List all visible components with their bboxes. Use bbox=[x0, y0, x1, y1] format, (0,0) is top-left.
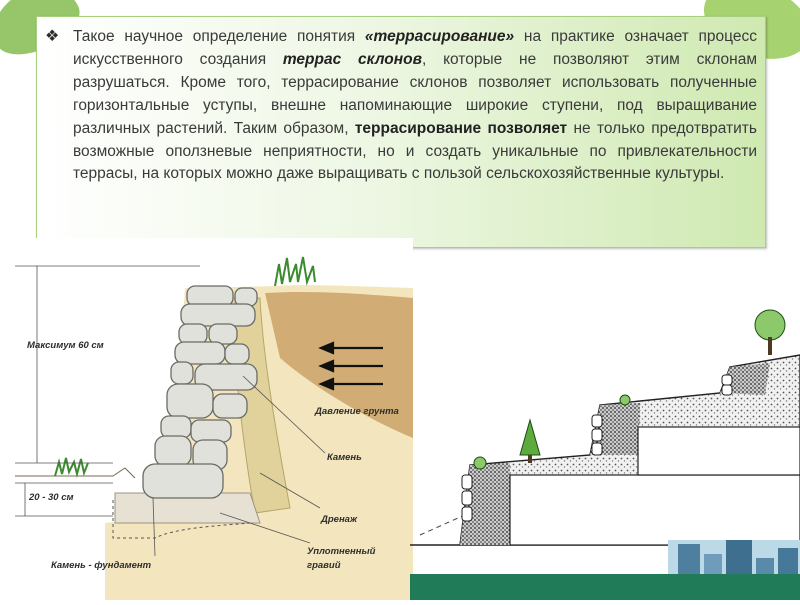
grass-lower bbox=[54, 457, 89, 478]
label-foundation-stone: Камень - фундамент bbox=[51, 560, 152, 571]
leader-lines bbox=[152, 375, 326, 557]
label-stone: Камень bbox=[327, 452, 362, 463]
definition-paragraph: Такое научное определение понятия «терра… bbox=[73, 26, 757, 186]
foundation-outline bbox=[112, 500, 251, 539]
retaining-layer-3 bbox=[720, 363, 770, 395]
term-terracing: «террасирование» bbox=[364, 28, 515, 45]
tree-icon bbox=[754, 309, 786, 355]
footer-accent-bar bbox=[410, 574, 800, 600]
shrub-icon bbox=[473, 456, 487, 470]
retaining-wall-diagram: Максимум 60 см 20 - 30 см Давление грунт… bbox=[15, 238, 413, 600]
label-compacted-gravel-2: гравий bbox=[307, 560, 341, 571]
terrace-stone-walls bbox=[461, 374, 733, 522]
shrub-icon bbox=[619, 394, 631, 406]
label-drainage: Дренаж bbox=[320, 514, 358, 525]
paragraph-text-4: не только предотвратить возможные оползн… bbox=[73, 119, 757, 183]
soil-pressure-arrows bbox=[318, 341, 383, 391]
label-compacted-gravel-1: Уплотненный bbox=[307, 546, 376, 557]
label-soil-pressure: Давление грунта bbox=[314, 406, 399, 417]
definition-text-box: ❖ Такое научное определение понятия «тер… bbox=[36, 16, 766, 248]
paragraph-text-2: на практике означает процесс искусственн… bbox=[73, 28, 757, 68]
dimension-lines bbox=[15, 265, 200, 517]
paragraph-text-1: Такое научное определение понятия bbox=[73, 28, 365, 45]
term-slope-terraces: террас склонов bbox=[282, 50, 422, 68]
lower-ground bbox=[15, 467, 136, 479]
label-depth: 20 - 30 см bbox=[28, 492, 74, 503]
retaining-layer-2 bbox=[590, 403, 640, 455]
lower-terrace-block bbox=[509, 474, 800, 546]
term-terracing-allows: террасирование позволяет bbox=[354, 119, 568, 137]
stone-wall bbox=[142, 285, 258, 499]
middle-terrace-block bbox=[637, 426, 800, 476]
tree-icon bbox=[519, 418, 541, 463]
terrace-steps-diagram bbox=[410, 295, 800, 555]
label-max-height: Максимум 60 см bbox=[27, 340, 104, 351]
paragraph-text-3: , которые не позволяют этим склонам разр… bbox=[73, 50, 757, 137]
diamond-bullet-icon: ❖ bbox=[45, 28, 60, 45]
grass-top bbox=[274, 256, 316, 287]
